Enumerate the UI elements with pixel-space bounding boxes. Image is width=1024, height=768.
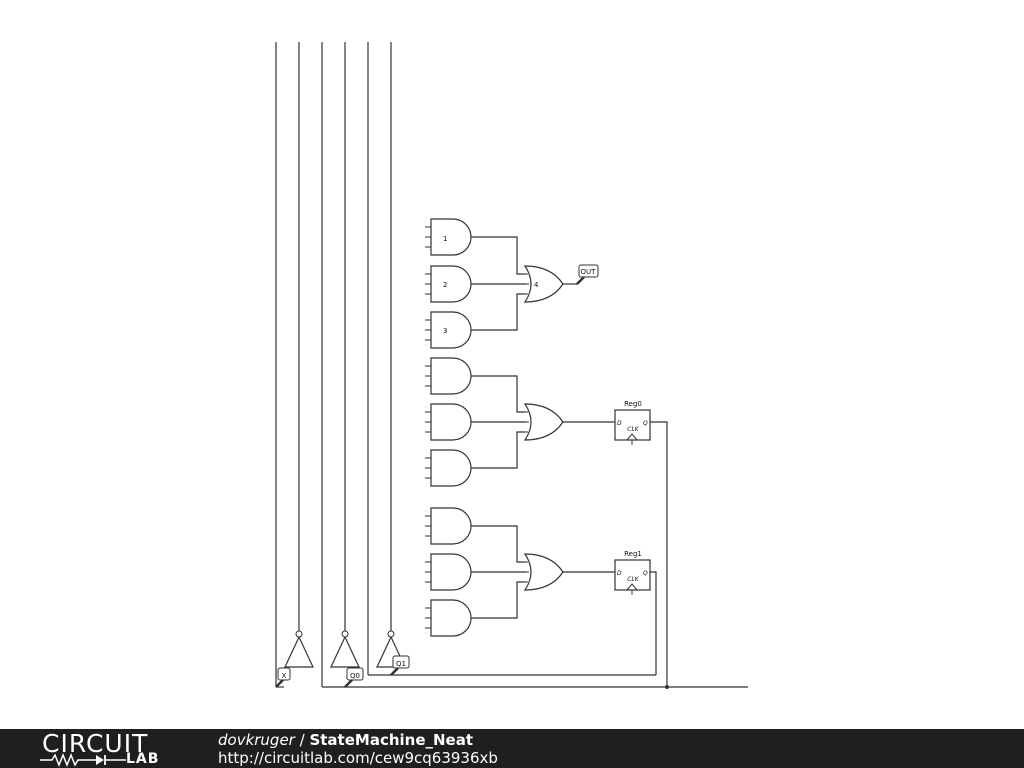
resistor-diode-icon — [40, 753, 126, 767]
and-gate-6 — [424, 403, 472, 441]
and-gate-5 — [424, 357, 472, 395]
gate-label-3: 3 — [443, 327, 447, 335]
svg-text:X: X — [282, 672, 287, 680]
input-label-x: X — [275, 667, 291, 688]
input-label-q1: Q1 — [390, 655, 410, 676]
reg1-logic: Reg1 D Q CLK — [424, 507, 651, 637]
register-name: Reg1 — [624, 550, 642, 558]
and-gate-2 — [424, 265, 472, 303]
register-clk-pin: CLK — [627, 426, 640, 433]
circuitlab-logo[interactable]: CIRCUIT LAB — [40, 731, 180, 767]
author-link[interactable]: dovkruger — [218, 731, 295, 749]
project-url[interactable]: http://circuitlab.com/cew9cq63936xb — [218, 749, 498, 767]
gate-label-4: 4 — [534, 281, 539, 289]
junction-dot — [665, 685, 669, 689]
and-gate-10 — [424, 553, 472, 591]
and-gate-1 — [424, 218, 472, 256]
register-d-pin: D — [617, 420, 622, 427]
input-rails — [275, 42, 392, 687]
gate-label-1: 1 — [443, 235, 447, 243]
or-gate-8 — [518, 403, 564, 441]
not-gate-q0 — [330, 630, 360, 668]
register-name: Reg0 — [624, 400, 642, 408]
logo-text-lab: LAB — [126, 751, 160, 767]
svg-text:Q1: Q1 — [396, 660, 406, 668]
register-q-pin: Q — [643, 570, 648, 577]
logo-text-circuit: CIRCUIT — [42, 729, 149, 758]
project-title[interactable]: StateMachine_Neat — [309, 731, 474, 749]
and-gate-7 — [424, 449, 472, 487]
reg0-logic: Reg0 D Q CLK — [424, 357, 651, 487]
register-reg0: Reg0 D Q CLK — [614, 400, 651, 445]
svg-text:Q0: Q0 — [350, 672, 360, 680]
or-gate-4 — [518, 265, 564, 303]
register-d-pin: D — [617, 570, 622, 577]
output-logic: 1 2 3 4 OUT — [424, 218, 599, 349]
svg-text:OUT: OUT — [581, 268, 597, 276]
and-gate-9 — [424, 507, 472, 545]
and-gate-3 — [424, 311, 472, 349]
register-q-pin: Q — [643, 420, 648, 427]
footer-bar: CIRCUIT LAB dovkruger / StateMachine_Nea… — [0, 729, 1024, 768]
gate-label-2: 2 — [443, 281, 447, 289]
register-clk-pin: CLK — [627, 576, 640, 583]
or-gate-12 — [518, 553, 564, 591]
schematic-canvas: X Q0 Q1 1 2 3 4 OUT — [275, 42, 748, 689]
feedback-wires — [276, 421, 748, 689]
register-reg1: Reg1 D Q CLK — [614, 550, 651, 595]
credit-separator: / — [294, 731, 310, 749]
credit-line: dovkruger / StateMachine_Neat — [218, 731, 473, 749]
input-label-q0: Q0 — [344, 667, 364, 688]
not-gate-x — [284, 630, 314, 668]
output-label-out: OUT — [576, 264, 599, 285]
and-gate-11 — [424, 599, 472, 637]
